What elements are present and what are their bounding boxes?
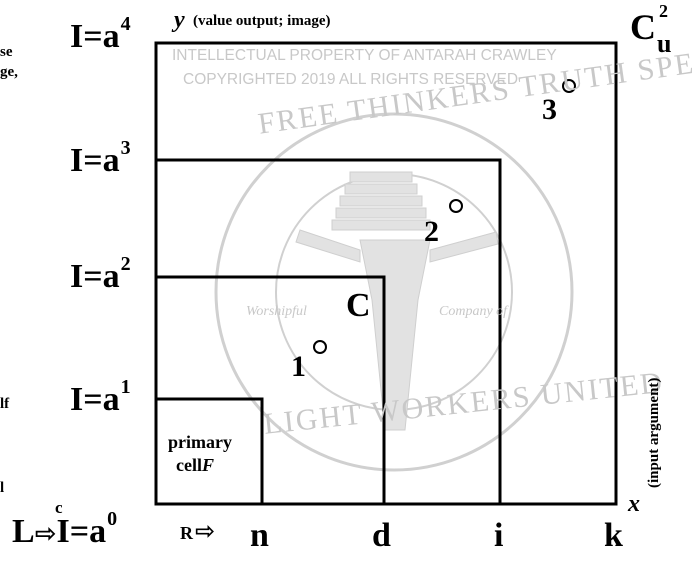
x-tick-i: i	[494, 517, 504, 554]
monument-arm	[429, 231, 499, 263]
monument-band	[344, 183, 418, 195]
left-fragment: ge,	[0, 64, 18, 80]
point-3-marker	[562, 79, 576, 93]
seal-outer-ring	[214, 112, 574, 472]
point-2-label: 2	[424, 215, 439, 248]
origin-c: c	[55, 498, 63, 517]
right-arrow-icon: ⇨	[34, 519, 57, 549]
left-fragment: l	[0, 480, 5, 496]
right-arrow-icon: ⇨	[195, 517, 216, 545]
level-label-3: I=a3	[70, 137, 131, 179]
point-3-label: 3	[542, 93, 557, 126]
level-2-boundary	[156, 275, 386, 504]
point-2-marker	[449, 199, 463, 213]
center-c: C	[346, 287, 371, 324]
monument-arm	[295, 229, 361, 263]
monument-body	[359, 239, 431, 431]
level-label-2: I=a2	[70, 253, 131, 295]
x-tick-n: n	[250, 517, 269, 554]
corner-u: u	[657, 29, 672, 58]
point-1-marker	[313, 340, 327, 354]
level-label-1: I=a1	[70, 376, 131, 418]
outer-box-cu2	[154, 41, 618, 506]
watermark-seal-left: Worshipful	[246, 304, 307, 319]
watermark-monument	[295, 171, 499, 431]
level-3-boundary	[156, 158, 502, 504]
monument-band	[349, 171, 413, 183]
left-fragment: lf	[0, 396, 10, 412]
point-1-label: 1	[291, 350, 306, 383]
corner-c: C	[630, 7, 656, 47]
monument-band	[335, 207, 427, 219]
watermark-seal-right: Company of	[439, 304, 508, 319]
origin-label: L⇨I=a0	[12, 508, 118, 550]
watermark-line-2: COPYRIGHTED 2019 ALL RIGHTS RESERVED	[183, 71, 519, 88]
level-1-boundary	[156, 397, 264, 504]
monument-band	[339, 195, 423, 207]
monument-band	[331, 219, 431, 231]
x-tick-d: d	[372, 517, 391, 554]
x-tick-k: k	[604, 517, 623, 554]
level-label-4: I=a4	[70, 13, 131, 55]
x-axis-description: (input argument)	[646, 377, 662, 488]
primary-cell-line1: primary	[168, 432, 232, 452]
r-label: R⇨	[180, 517, 216, 545]
x-axis-variable: x	[628, 491, 640, 517]
y-axis-variable: y	[174, 7, 185, 33]
corner-exp: 2	[659, 1, 668, 21]
y-axis-description: (value output; image)	[193, 13, 331, 29]
left-fragment: se	[0, 44, 13, 60]
primary-cell-line2: cellF	[176, 455, 214, 475]
watermark-line-1: INTELLECTUAL PROPERTY OF ANTARAH CRAWLEY	[172, 47, 557, 64]
